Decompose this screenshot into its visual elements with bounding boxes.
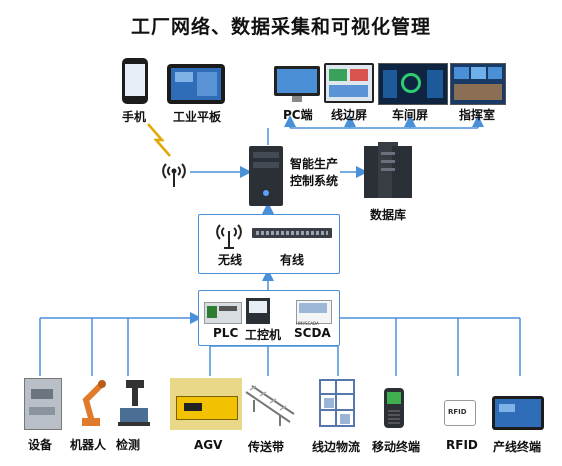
command-room-icon	[450, 63, 506, 105]
pc-label: PC端	[283, 108, 313, 122]
line-screen-icon	[324, 63, 374, 103]
workshop-screen-label: 车间屏	[392, 108, 429, 122]
ipc-icon	[246, 298, 270, 324]
inspection-label: 检测	[116, 438, 141, 452]
mobile-terminal-icon	[384, 388, 404, 428]
plc-label: PLC	[213, 326, 239, 340]
equipment-label: 设备	[28, 438, 53, 452]
wired-label: 有线	[280, 253, 305, 267]
tablet-label: 工业平板	[173, 110, 222, 124]
workshop-screen-icon	[378, 63, 448, 105]
line-terminal-label: 产线终端	[493, 440, 542, 454]
database-server-icon	[364, 142, 412, 200]
inspection-probe-icon	[118, 380, 150, 426]
scada-screen-icon	[296, 300, 332, 324]
tablet-icon	[167, 64, 225, 104]
agv-icon	[170, 378, 242, 430]
robot-label: 机器人	[70, 438, 107, 452]
server-tower-icon	[249, 146, 283, 206]
command-room-label: 指挥室	[459, 108, 496, 122]
network-switch-icon	[252, 228, 332, 238]
diagram-title: 工厂网络、数据采集和可视化管理	[130, 16, 431, 38]
conveyor-icon	[245, 385, 295, 426]
line-logistics-label: 线边物流	[312, 440, 361, 454]
control-system-label-line1: 智能生产	[290, 157, 339, 171]
phone-label: 手机	[122, 110, 147, 124]
ipc-label: 工控机	[245, 328, 282, 342]
network-box	[198, 214, 340, 274]
database-label: 数据库	[370, 208, 407, 222]
uplink-arrow-icon	[147, 123, 171, 157]
rfid-tag-icon: RFID	[444, 400, 476, 426]
line-terminal-icon	[492, 396, 544, 430]
conveyor-label: 传送带	[248, 440, 285, 454]
control-system-label-line2: 控制系统	[290, 174, 339, 188]
scada-screen-caption: HMI/SCADA	[296, 321, 319, 326]
robot-arm-icon	[82, 380, 106, 426]
agv-label: AGV	[194, 438, 223, 452]
pc-stand-icon	[292, 96, 302, 102]
logistics-rack-icon	[319, 379, 355, 427]
wireless-label: 无线	[218, 253, 243, 267]
line-screen-label: 线边屏	[331, 108, 368, 122]
pc-monitor-icon	[274, 66, 320, 96]
mobile-terminal-label: 移动终端	[372, 440, 421, 454]
scada-label: SCDA	[294, 326, 331, 340]
wireless-antenna-icon	[216, 224, 242, 249]
rfid-label: RFID	[446, 438, 478, 452]
equipment-press-icon	[24, 378, 62, 430]
plc-icon	[204, 302, 242, 324]
phone-icon	[122, 58, 148, 104]
wireless-signal-icon	[162, 163, 186, 187]
